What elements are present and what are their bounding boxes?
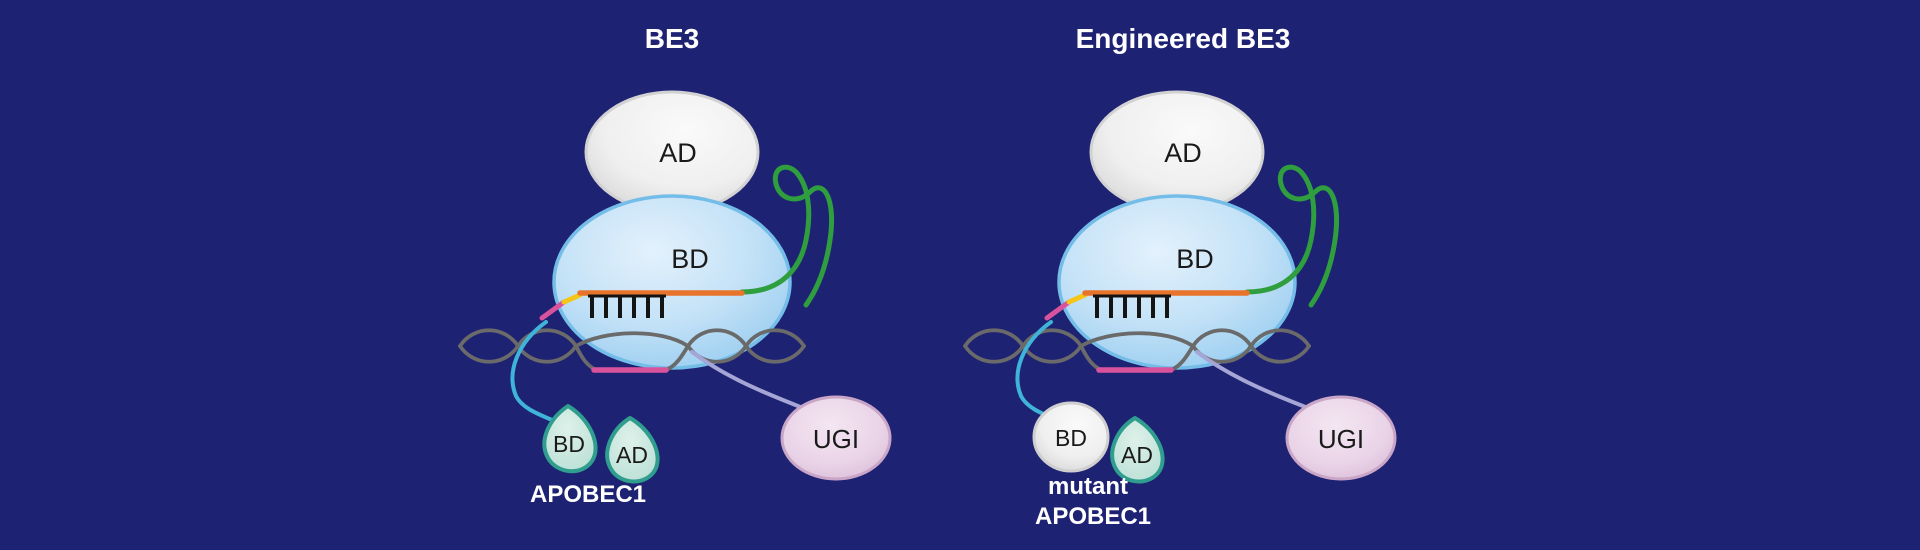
mutant-apobec-name-line2: APOBEC1 [1035,503,1151,530]
be3-title: BE3 [645,23,699,54]
ad-domain-label: AD [1164,138,1202,168]
apobec-ad-label: AD [1121,442,1153,468]
apobec-ad-leaf [605,416,660,484]
pam-segment [1066,292,1088,305]
diagram-be3: BE3 AD BD [458,23,892,508]
bd-domain-ellipse [1057,194,1297,370]
dna-helix [963,328,1311,372]
ugi-ellipse [1285,395,1397,481]
diagram-engineered-be3: Engineered BE3 AD BD [963,23,1397,530]
bd-domain-label: BD [671,244,709,274]
ad-domain-label: AD [659,138,697,168]
engineered-title: Engineered BE3 [1076,23,1291,54]
apobec-name: APOBEC1 [530,481,646,508]
target-strand-diagonal [539,299,567,321]
displaced-strand [574,331,690,348]
target-strand-diagonal [1044,299,1072,321]
apobec-bd-label: BD [1055,425,1087,451]
base-pair-comb [588,294,666,318]
mutant-apobec-bd-ellipse [1032,401,1110,473]
pam-segment [561,292,583,305]
base-pair-comb [1093,294,1171,318]
apobec-ad-label: AD [616,442,648,468]
apobec-bd-leaf [542,404,598,474]
displaced-strand [1079,331,1195,348]
apobec-bd-label: BD [553,431,585,457]
apobec-linker [510,320,554,422]
sgrna-scaffold-loop [739,164,835,308]
ugi-ellipse [780,395,892,481]
dna-helix [458,328,806,372]
bd-domain-label: BD [1176,244,1214,274]
mutant-apobec-name-line1: mutant [1048,473,1128,500]
ugi-label: UGI [1318,424,1364,454]
ugi-label: UGI [813,424,859,454]
sgrna-scaffold-loop [1244,164,1340,308]
bd-domain-ellipse [552,194,792,370]
apobec-ad-leaf [1110,416,1165,484]
